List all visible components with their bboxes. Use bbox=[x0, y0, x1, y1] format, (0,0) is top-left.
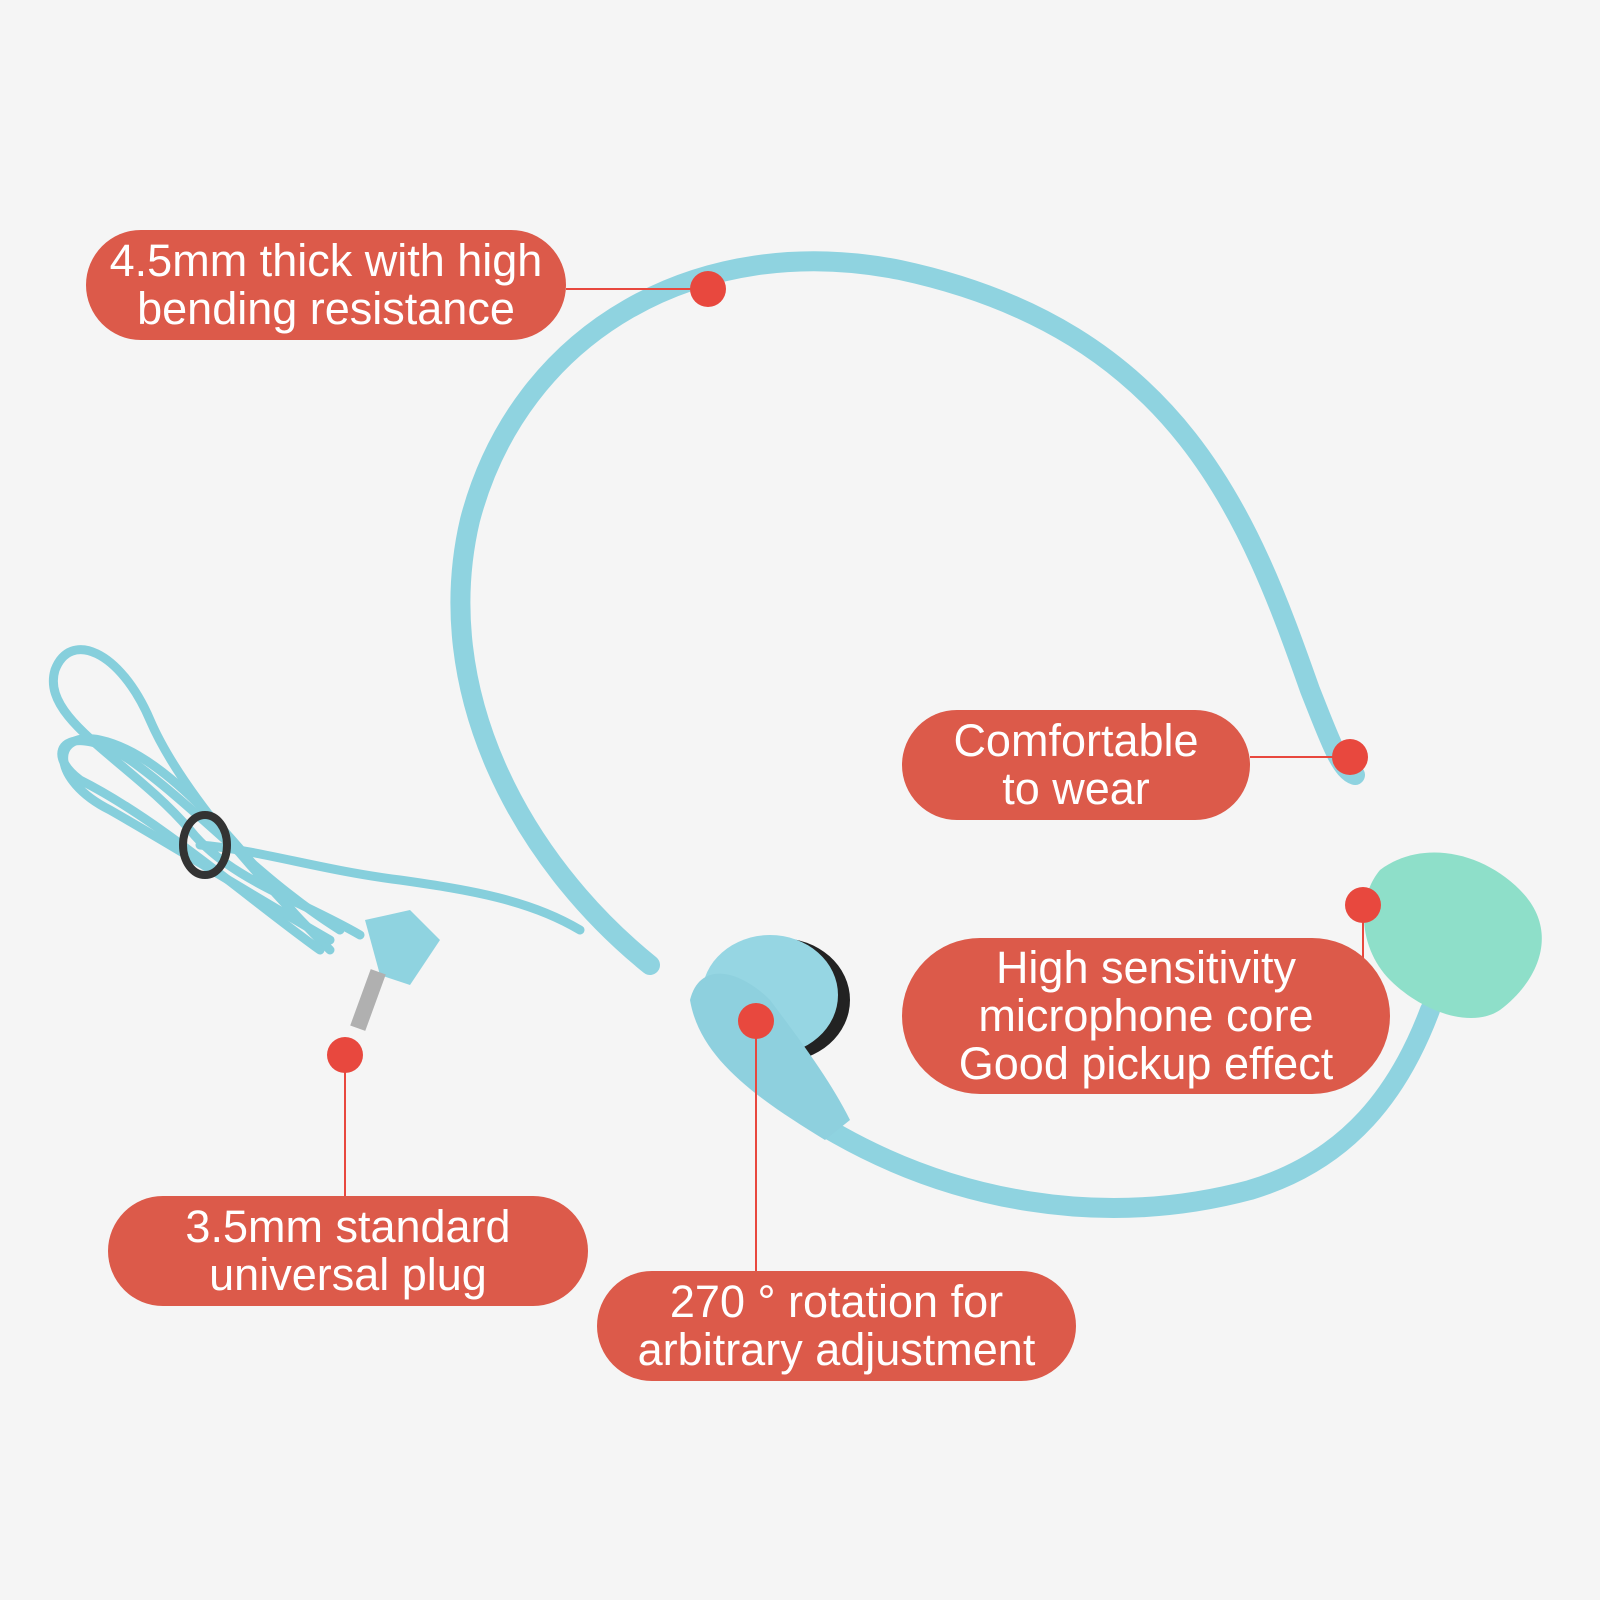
rotation-marker-dot bbox=[738, 1003, 774, 1039]
audio-plug bbox=[350, 910, 440, 1031]
headband-marker-dot bbox=[690, 271, 726, 307]
plug-marker-dot bbox=[327, 1037, 363, 1073]
callout-line: 270 ° rotation for bbox=[669, 1276, 1004, 1327]
callout-headband: 4.5mm thick with high bending resistance bbox=[86, 230, 566, 340]
callout-line: bending resistance bbox=[137, 283, 515, 334]
microphone-foam bbox=[1363, 852, 1542, 1019]
callout-line: High sensitivity bbox=[995, 942, 1297, 993]
microphone-boom bbox=[820, 1000, 1440, 1218]
callout-line: 4.5mm thick with high bbox=[109, 235, 543, 286]
callout-line: universal plug bbox=[209, 1249, 487, 1300]
cable-tie bbox=[179, 811, 231, 879]
ear-hook-marker-dot bbox=[1332, 739, 1368, 775]
callout-line: microphone core bbox=[978, 990, 1314, 1041]
microphone-marker-dot bbox=[1345, 887, 1381, 923]
callout-rotation: 270 ° rotation for arbitrary adjustment bbox=[597, 1271, 1076, 1381]
callout-microphone: High sensitivity microphone core Good pi… bbox=[902, 938, 1390, 1094]
headband bbox=[450, 251, 1365, 975]
callout-line: to wear bbox=[1002, 763, 1150, 814]
rotation-housing bbox=[690, 935, 850, 1140]
callout-line: 3.5mm standard bbox=[185, 1201, 511, 1252]
callout-plug: 3.5mm standard universal plug bbox=[108, 1196, 588, 1306]
callout-line: arbitrary adjustment bbox=[637, 1324, 1036, 1375]
callout-line: Good pickup effect bbox=[958, 1038, 1334, 1089]
callout-line: Comfortable bbox=[953, 715, 1199, 766]
callout-ear-hook: Comfortable to wear bbox=[902, 710, 1250, 820]
